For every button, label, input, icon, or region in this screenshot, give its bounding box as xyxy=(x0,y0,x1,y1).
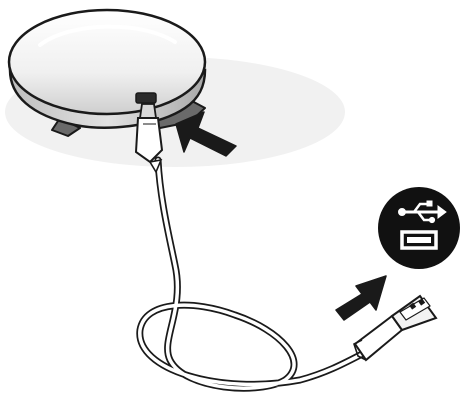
usb-a-plug xyxy=(354,296,436,360)
usb-cable xyxy=(140,160,370,388)
usb-badge xyxy=(378,187,460,269)
micro-usb-port xyxy=(136,93,156,103)
arrow-icon xyxy=(336,276,386,320)
